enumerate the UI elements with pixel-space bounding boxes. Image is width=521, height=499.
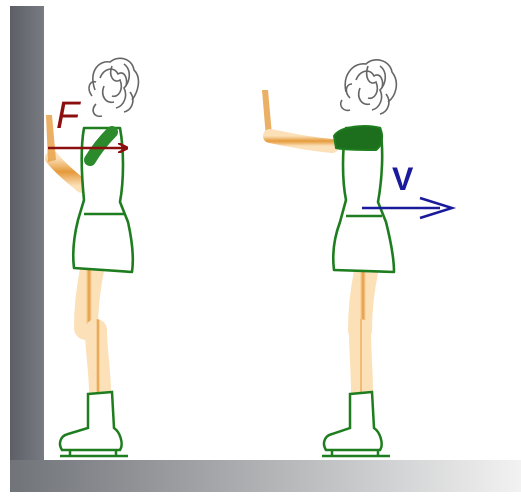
- floor: [10, 460, 521, 492]
- right-skater-hair: [341, 60, 397, 114]
- right-skater-skate: [324, 392, 382, 450]
- left-skater-upper-leg: [86, 270, 92, 328]
- velocity-label: V: [392, 161, 414, 197]
- wall: [10, 6, 44, 492]
- left-skater-lower-leg: [96, 330, 100, 392]
- left-skater-back-arm: [52, 158, 82, 186]
- right-skater-lower-leg: [360, 330, 362, 392]
- force-label: F: [56, 95, 81, 137]
- right-skater-sleeve: [334, 126, 382, 150]
- right-skater-arm: [270, 136, 332, 146]
- left-skater-hair: [89, 58, 138, 116]
- right-skater: [262, 60, 396, 456]
- left-skater-skate: [60, 392, 122, 450]
